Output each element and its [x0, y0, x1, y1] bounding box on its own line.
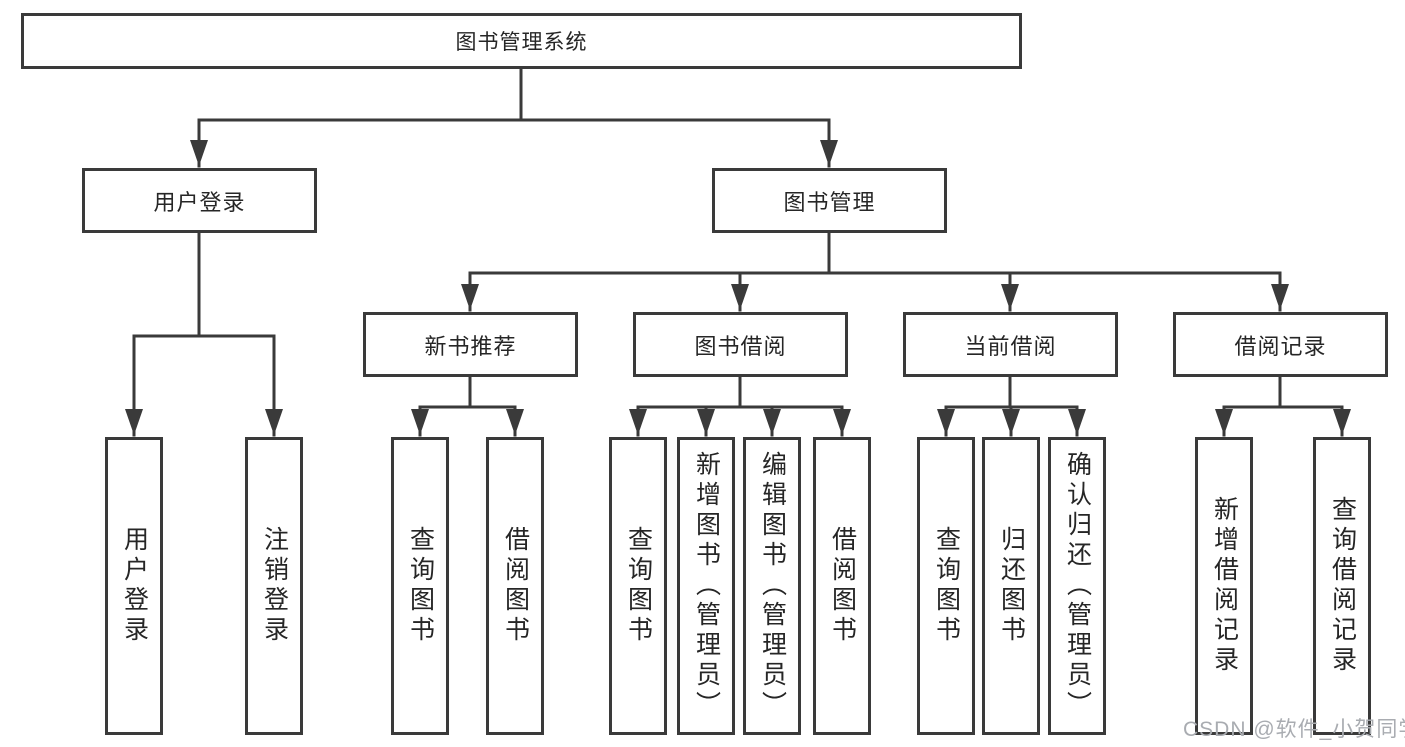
- node-leaf-add-record: 新增借阅记录: [1195, 437, 1253, 735]
- node-leaf-borrow-books-a-label: 借阅图书: [501, 526, 530, 646]
- csdn-watermark: CSDN @软件_小贺同学: [1183, 718, 1405, 741]
- node-leaf-borrow-books-a: 借阅图书: [486, 437, 544, 735]
- node-leaf-query-books-c-label: 查询图书: [932, 526, 961, 646]
- node-leaf-edit-books: 编辑图书（管理员）: [743, 437, 801, 735]
- node-leaf-borrow-books-b: 借阅图书: [813, 437, 871, 735]
- node-leaf-query-books-a: 查询图书: [391, 437, 449, 735]
- node-new-book-recommend: 新书推荐: [363, 312, 578, 377]
- node-leaf-confirm-return-label: 确认归还（管理员）: [1063, 451, 1092, 721]
- node-user-login-label: 用户登录: [153, 189, 246, 215]
- node-leaf-query-record-label: 查询借阅记录: [1328, 496, 1357, 676]
- node-book-management-label: 图书管理: [783, 189, 876, 215]
- node-borrowing-records: 借阅记录: [1173, 312, 1388, 377]
- node-leaf-add-record-label: 新增借阅记录: [1210, 496, 1239, 676]
- node-book-borrowing-label: 图书借阅: [694, 333, 787, 359]
- node-leaf-return-books: 归还图书: [982, 437, 1040, 735]
- node-current-borrowing-label: 当前借阅: [964, 333, 1057, 359]
- node-leaf-query-books-b: 查询图书: [609, 437, 667, 735]
- node-book-management: 图书管理: [712, 168, 947, 233]
- node-leaf-query-books-c: 查询图书: [917, 437, 975, 735]
- node-leaf-logout-label: 注销登录: [260, 526, 289, 646]
- node-book-borrowing: 图书借阅: [633, 312, 848, 377]
- node-root-label: 图书管理系统: [455, 31, 588, 54]
- node-user-login: 用户登录: [82, 168, 317, 233]
- node-current-borrowing: 当前借阅: [903, 312, 1118, 377]
- node-leaf-query-books-a-label: 查询图书: [406, 526, 435, 646]
- node-leaf-user-login: 用户登录: [105, 437, 163, 735]
- node-leaf-add-books-label: 新增图书（管理员）: [692, 451, 721, 721]
- node-root: 图书管理系统: [21, 13, 1022, 69]
- node-leaf-return-books-label: 归还图书: [997, 526, 1026, 646]
- node-leaf-add-books: 新增图书（管理员）: [677, 437, 735, 735]
- node-leaf-confirm-return: 确认归还（管理员）: [1048, 437, 1106, 735]
- node-leaf-borrow-books-b-label: 借阅图书: [828, 526, 857, 646]
- node-leaf-user-login-label: 用户登录: [120, 526, 149, 646]
- node-leaf-query-books-b-label: 查询图书: [624, 526, 653, 646]
- node-leaf-logout: 注销登录: [245, 437, 303, 735]
- node-leaf-query-record: 查询借阅记录: [1313, 437, 1371, 735]
- node-borrowing-records-label: 借阅记录: [1234, 333, 1327, 359]
- node-new-book-recommend-label: 新书推荐: [424, 333, 517, 359]
- node-leaf-edit-books-label: 编辑图书（管理员）: [758, 451, 787, 721]
